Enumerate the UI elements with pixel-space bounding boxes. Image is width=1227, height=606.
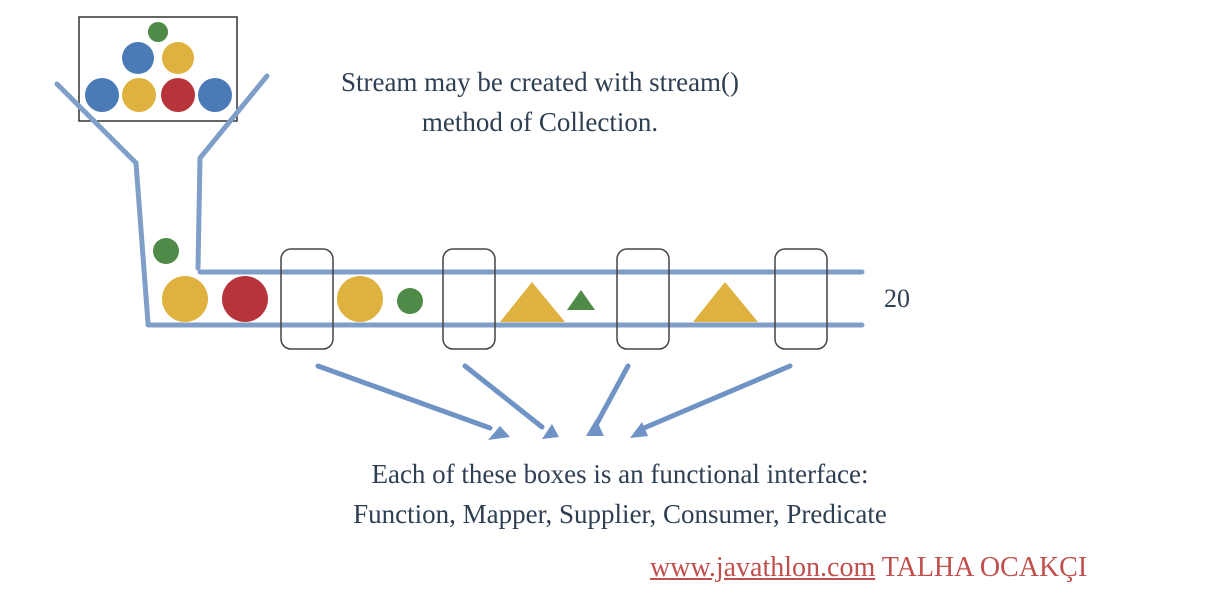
ball-blue-icon	[198, 78, 232, 112]
pipe	[145, 269, 865, 328]
website-link[interactable]: www.javathlon.com	[650, 552, 876, 583]
caption-top-line1: Stream may be created with stream()	[340, 67, 740, 97]
caption-top: Stream may be created with stream() meth…	[260, 62, 820, 142]
arrows	[315, 363, 793, 440]
ball-yellow-icon	[122, 78, 156, 112]
filter-box	[280, 248, 334, 350]
filter-box	[774, 248, 828, 350]
caption-bottom: Each of these boxes is an functional int…	[240, 454, 1000, 534]
filter-box	[616, 248, 670, 350]
ball-blue-icon	[85, 78, 119, 112]
caption-top-line2: method of Collection.	[421, 107, 659, 137]
triangle-green-icon	[567, 290, 595, 310]
ball-blue-icon	[122, 42, 154, 74]
ball-green-icon	[153, 238, 179, 264]
ball-red-icon	[161, 78, 195, 112]
triangle-yellow-icon	[693, 282, 758, 322]
caption-bottom-line1: Each of these boxes is an functional int…	[371, 459, 869, 489]
author-name: TALHA OCAKÇI	[881, 552, 1088, 583]
ball-yellow-icon	[337, 276, 383, 322]
count-label: 20	[884, 284, 910, 313]
ball-red-icon	[222, 276, 268, 322]
credit: www.javathlon.com TALHA OCAKÇI	[650, 552, 1087, 584]
ball-green-icon	[148, 22, 168, 42]
filter-boxes	[280, 248, 828, 350]
ball-yellow-icon	[162, 42, 194, 74]
filter-box	[442, 248, 496, 350]
triangle-yellow-icon	[500, 282, 565, 322]
caption-bottom-line2: Function, Mapper, Supplier, Consumer, Pr…	[353, 499, 887, 529]
ball-green-icon	[397, 288, 423, 314]
collection-box	[78, 16, 238, 122]
funnel	[54, 73, 270, 326]
ball-yellow-icon	[162, 276, 208, 322]
